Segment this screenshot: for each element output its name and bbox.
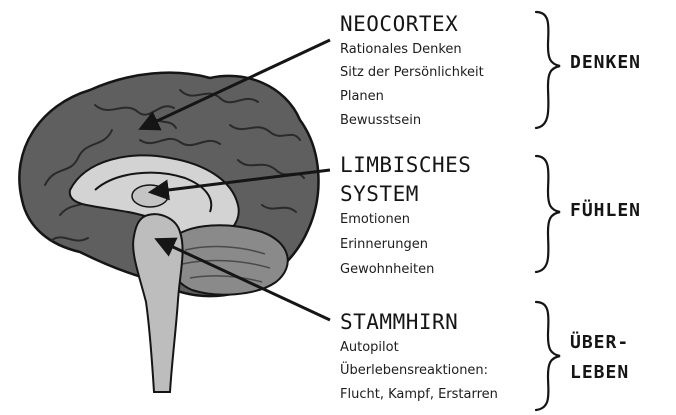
neocortex-title: NEOCORTEX [340,12,458,36]
neocortex-item-1: Rationales Denken [340,42,462,57]
neocortex-item-2: Sitz der Persönlichkeit [340,65,484,80]
neocortex-item-4: Bewusstsein [340,113,421,128]
limbic-item-1: Emotionen [340,212,410,227]
stammhirn-item-2: Überlebensreaktionen: [340,363,488,378]
brace-fuehlen [536,156,560,272]
function-ueberleben-line-1: ÜBER- [570,332,629,353]
function-denken: DENKEN [570,52,641,73]
stammhirn-title: STAMMHIRN [340,310,458,334]
neocortex-item-3: Planen [340,89,384,104]
stammhirn-item-3: Flucht, Kampf, Erstarren [340,387,498,402]
brace-denken [536,12,560,128]
limbic-item-2: Erinnerungen [340,237,428,252]
function-fuehlen: FÜHLEN [570,200,641,221]
curly-braces [536,12,560,410]
limbic-title-line-2: SYSTEM [340,182,419,206]
limbic-title-line-1: LIMBISCHES [340,153,471,177]
stammhirn-item-1: Autopilot [340,340,399,355]
brace-ueberleben [536,302,560,410]
function-ueberleben-line-2: LEBEN [570,362,629,383]
limbic-item-3: Gewohnheiten [340,262,434,277]
